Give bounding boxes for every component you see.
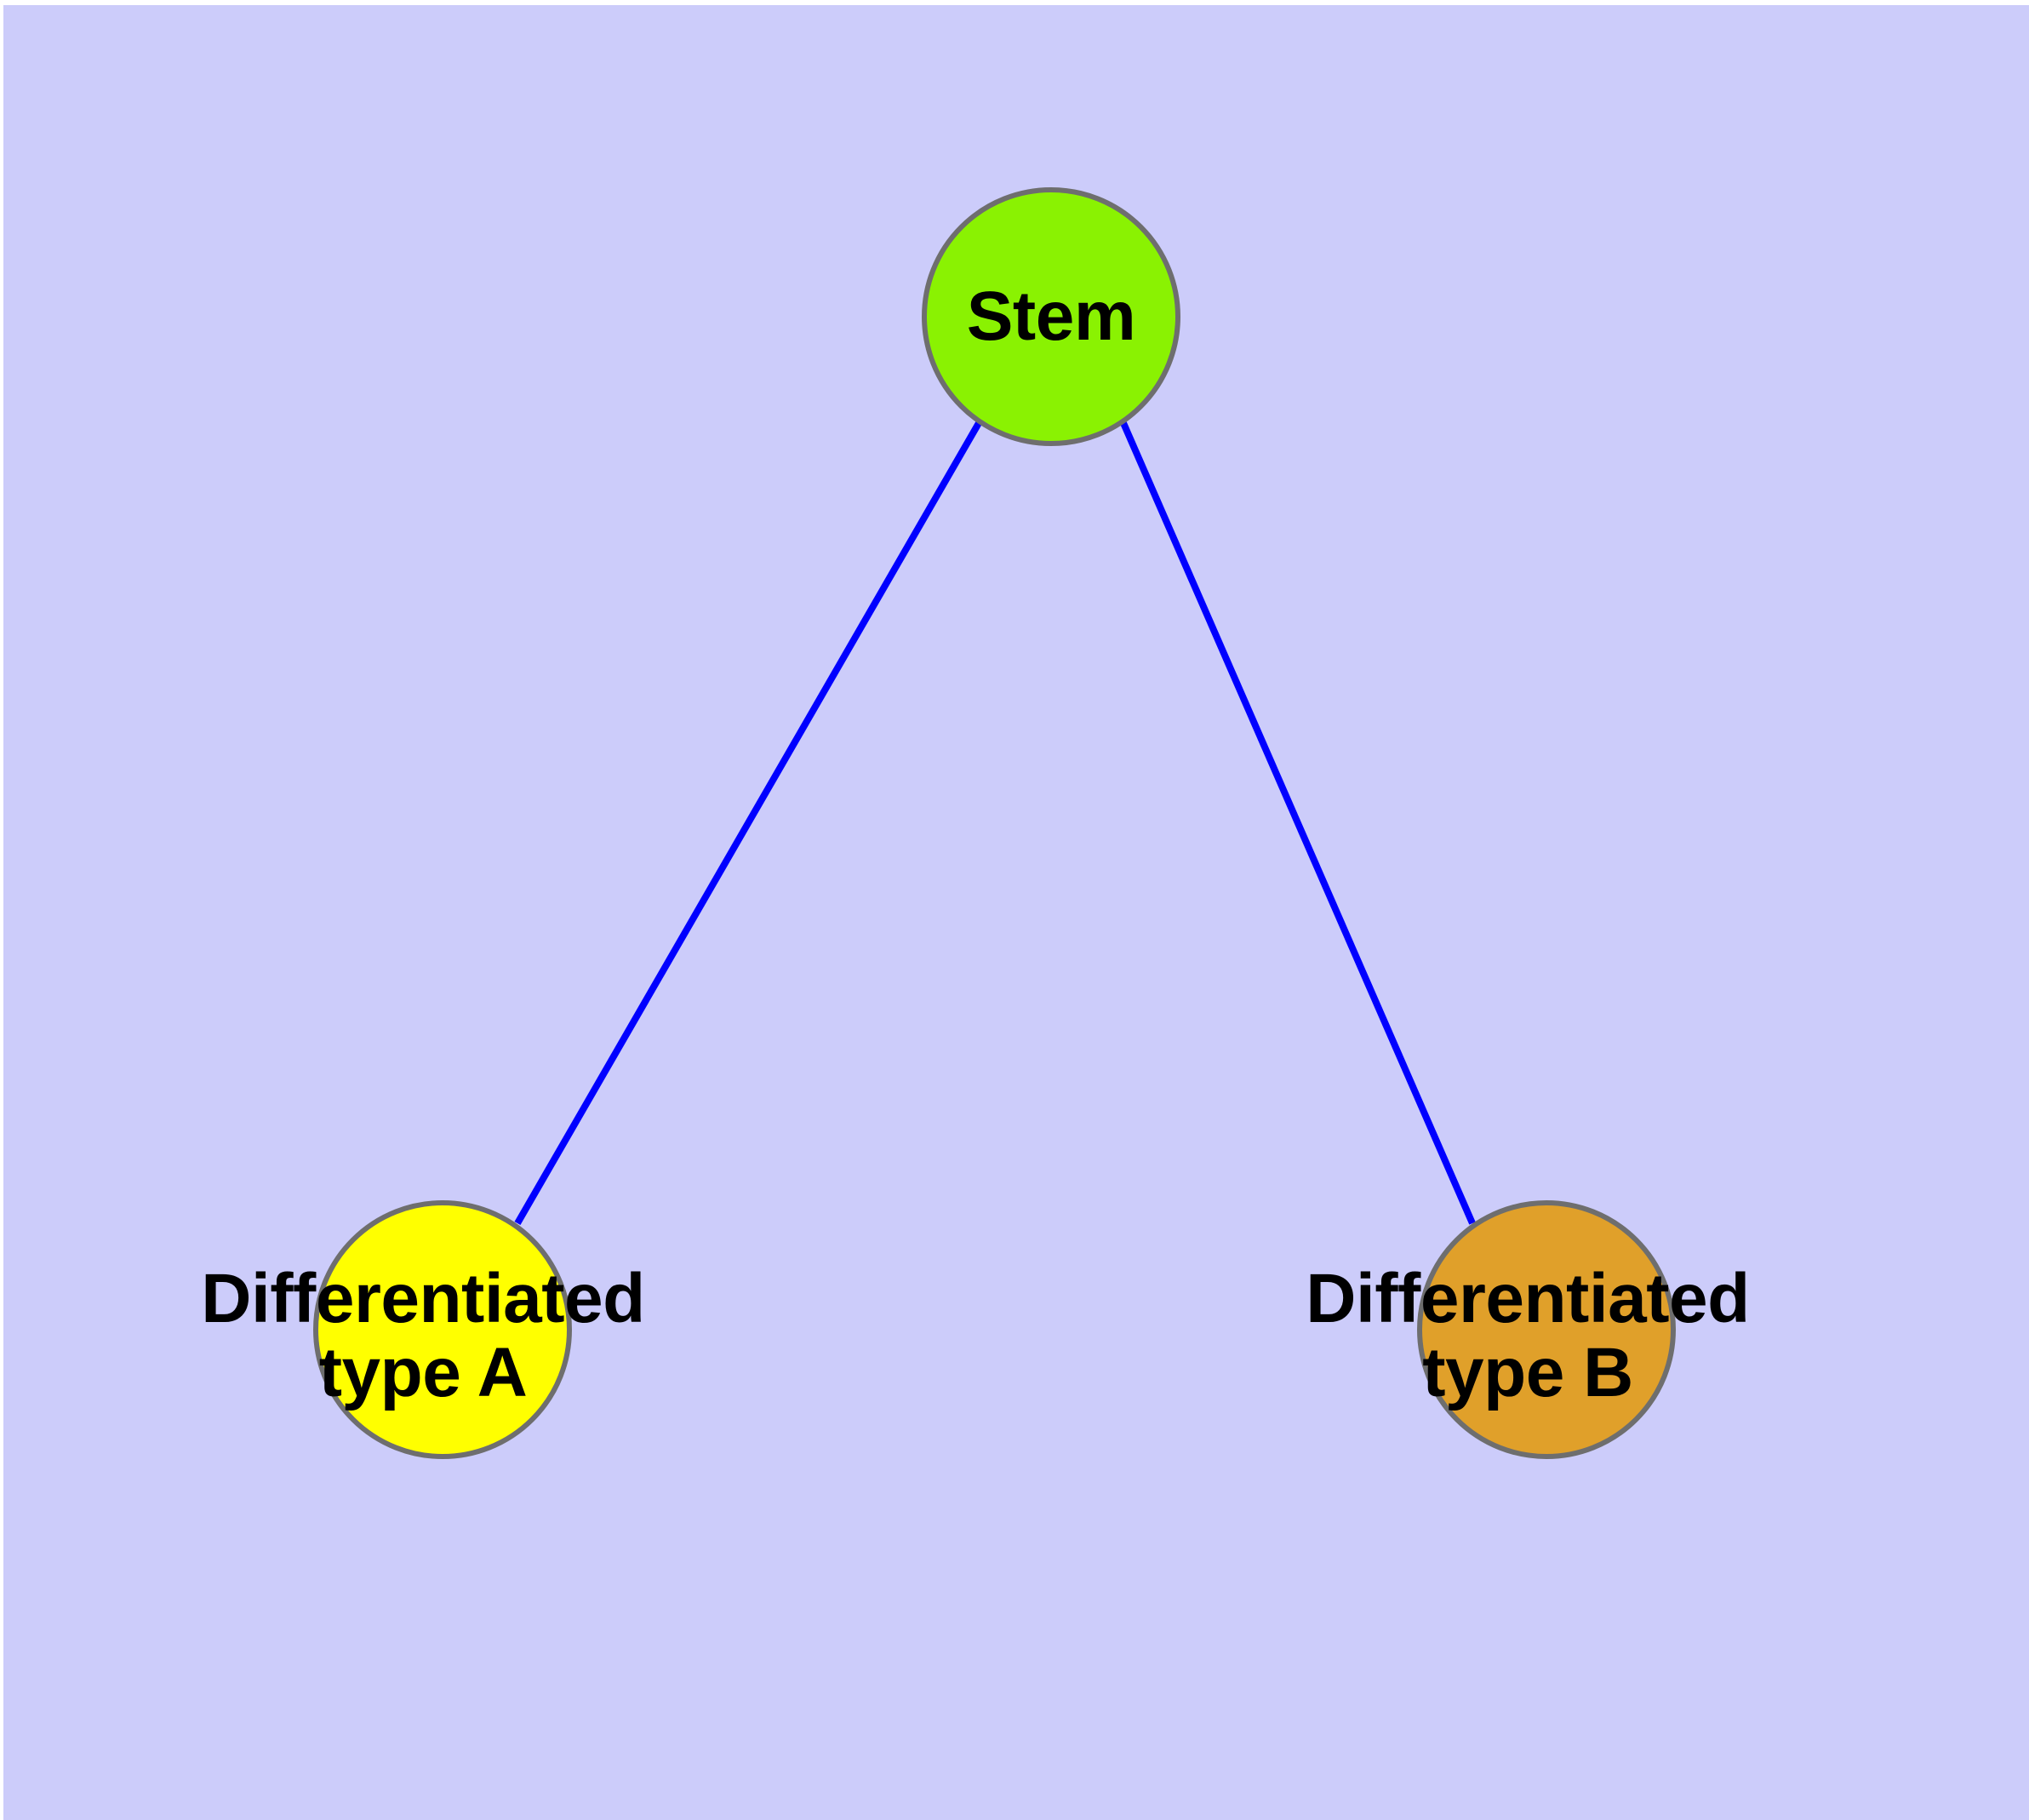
edge-stem-to-diff-a	[514, 421, 982, 1225]
node-differentiated-type-b[interactable]	[1417, 1200, 1676, 1459]
edge-stem-to-diff-b	[1120, 421, 1476, 1225]
node-stem[interactable]	[922, 187, 1180, 446]
node-differentiated-type-a[interactable]	[313, 1200, 572, 1459]
